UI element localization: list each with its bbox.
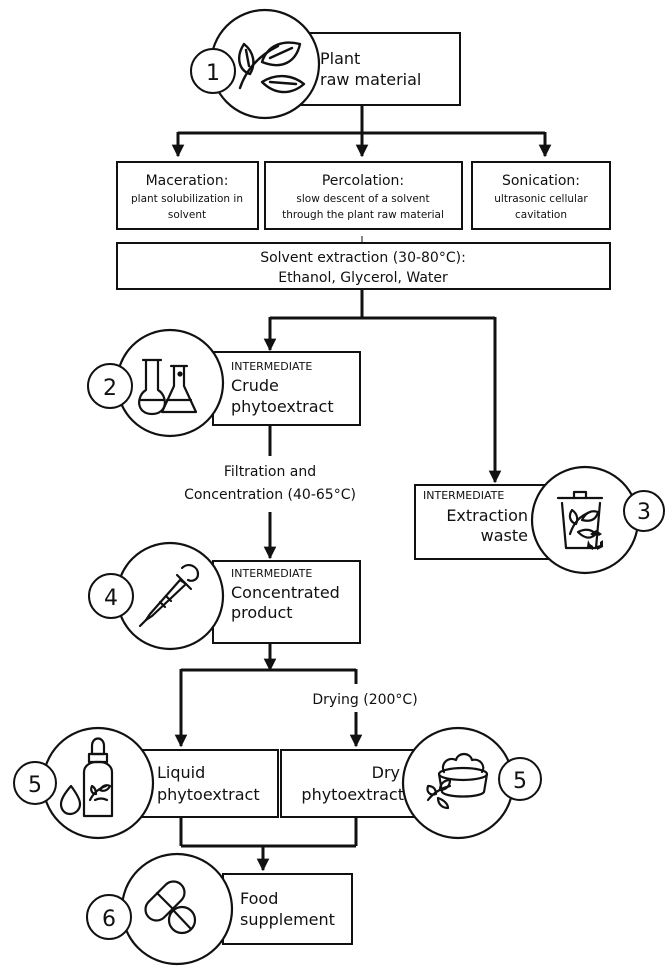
step-number: 2 — [103, 376, 117, 401]
dropper-icon — [138, 564, 200, 628]
percolation-line1: slow descent of a solvent — [296, 193, 429, 205]
leaf-icon — [238, 41, 306, 94]
method-maceration: Maceration: plant solubilization in solv… — [116, 161, 259, 230]
dry-line2: phytoextract — [301, 785, 404, 804]
maceration-line2: solvent — [168, 209, 206, 221]
step-number: 1 — [206, 61, 220, 86]
method-percolation: Percolation: slow descent of a solvent t… — [264, 161, 463, 230]
step-number: 5 — [28, 773, 42, 798]
step-number-badge — [498, 757, 542, 801]
recycle-icon — [587, 530, 603, 550]
concentrated-tag: INTERMEDIATE — [231, 567, 312, 580]
icon-circle — [401, 726, 515, 840]
waste-tag: INTERMEDIATE — [423, 489, 504, 502]
drying-label: Drying (200°C) — [312, 692, 417, 708]
plant-line1: Plant — [320, 49, 360, 68]
maceration-title: Maceration: — [146, 173, 229, 189]
supplement-line2: supplement — [240, 910, 335, 929]
step-number-badge — [13, 761, 57, 805]
dry-line1: Dry — [372, 763, 400, 782]
bottle-drop-icon — [59, 737, 114, 818]
step-number-badge — [87, 363, 133, 409]
step-number-badge — [190, 48, 236, 94]
waste-line1: Extraction — [446, 506, 528, 525]
connector-lines — [171, 104, 552, 872]
solvent-line1: Solvent extraction (30-80°C): — [260, 250, 466, 266]
maceration-line1: plant solubilization in — [131, 193, 243, 205]
powder-bowl-icon — [426, 752, 489, 810]
icon-circle — [41, 726, 155, 840]
crude-line1: Crude — [231, 376, 279, 395]
step-number: 4 — [104, 586, 118, 611]
method-sonication: Sonication: ultrasonic cellular cavitati… — [471, 161, 611, 230]
sonication-line1: ultrasonic cellular — [494, 193, 588, 205]
step-dry-phytoextract: 5 Dry phytoextract — [280, 726, 542, 840]
step-number: 3 — [637, 500, 651, 525]
recycle-bin-icon — [556, 490, 604, 550]
step-number-badge — [623, 490, 665, 532]
solvent-line2: Ethanol, Glycerol, Water — [278, 270, 448, 286]
step-number-badge — [88, 573, 134, 619]
step-food-supplement: 6 Food supplement — [86, 852, 353, 966]
step-number-badge — [86, 894, 132, 940]
filtration-line1: Filtration and — [224, 464, 316, 480]
step-number: 5 — [513, 769, 527, 794]
concentrated-line2: product — [231, 603, 293, 622]
percolation-line2: through the plant raw material — [282, 209, 444, 221]
liquid-line1: Liquid — [157, 763, 205, 782]
crude-tag: INTERMEDIATE — [231, 360, 312, 373]
waste-line2: waste — [481, 526, 528, 545]
filtration-line2: Concentration (40-65°C) — [184, 487, 356, 503]
step-extraction-waste: 3 INTERMEDIATE Extraction waste — [414, 465, 665, 575]
step-crude-phytoextract: 2 INTERMEDIATE Crude phytoextract — [87, 328, 361, 438]
step-concentrated-product: 4 INTERMEDIATE Concentrated product — [88, 541, 361, 651]
icon-circle — [115, 328, 225, 438]
step-number: 6 — [102, 907, 116, 932]
solvent-extraction-box: Solvent extraction (30-80°C): Ethanol, G… — [116, 242, 611, 290]
percolation-title: Percolation: — [322, 173, 404, 189]
pill-icon — [144, 880, 197, 935]
supplement-line1: Food — [240, 889, 278, 908]
step-liquid-phytoextract: 5 Liquid phytoextract — [13, 726, 279, 840]
plant-line2: raw material — [320, 70, 421, 89]
step-plant-raw-material: 1 Plant raw material — [190, 8, 461, 120]
crude-line2: phytoextract — [231, 397, 334, 416]
sonication-line2: cavitation — [515, 209, 567, 221]
liquid-line2: phytoextract — [157, 785, 260, 804]
flask-icon — [138, 358, 198, 416]
concentrated-line1: Concentrated — [231, 583, 340, 602]
sonication-title: Sonication: — [502, 173, 580, 189]
